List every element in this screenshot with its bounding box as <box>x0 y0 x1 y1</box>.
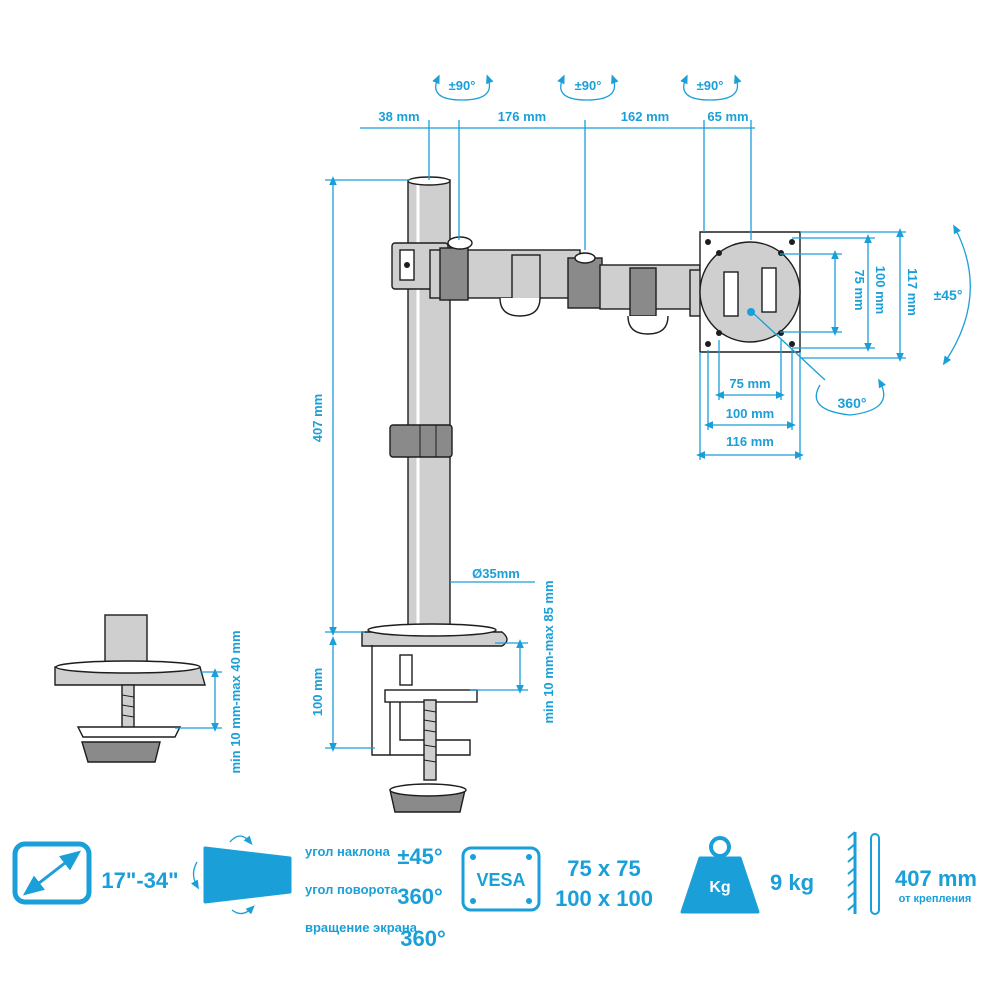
rotation-label: вращение экрана <box>305 920 418 935</box>
vesa-size-2: 100 x 100 <box>555 886 653 911</box>
dim-top-4: 65 mm <box>707 109 748 124</box>
dim-vesa-v1: 75 mm <box>852 269 867 310</box>
dimension-lines <box>175 120 971 752</box>
vesa-size-1: 75 x 75 <box>567 856 640 881</box>
swivel-value: 360° <box>397 884 443 909</box>
dim-pole-diameter: Ø35mm <box>472 566 520 581</box>
screen-size: 17"-34" <box>101 868 178 893</box>
rot-label-3: ±90° <box>697 78 724 93</box>
vesa-badge: VESA <box>476 870 525 890</box>
desk-clamp <box>361 623 508 813</box>
dim-vesa-h3: 116 mm <box>726 434 774 449</box>
dim-pole-height: 407 mm <box>310 394 325 442</box>
screen-size-icon <box>12 841 92 905</box>
dim-clamp-range: min 10 mm-max 85 mm <box>541 580 556 723</box>
rotate-angle: 360° <box>838 395 867 411</box>
tilt-angle: ±45° <box>934 287 963 303</box>
weight-badge: Kg <box>709 879 730 896</box>
dim-grommet-range: min 10 mm-max 40 mm <box>228 630 243 773</box>
vesa-plate <box>699 231 801 353</box>
dim-top-3: 162 mm <box>621 109 669 124</box>
grommet-mount <box>54 614 206 763</box>
weight-value: 9 kg <box>770 870 814 895</box>
dim-vesa-h2: 100 mm <box>726 406 774 421</box>
rot-label-2: ±90° <box>575 78 602 93</box>
wall-length-icon <box>847 831 880 915</box>
vesa-icon <box>461 846 541 912</box>
arm-length-note: от крепления <box>899 893 972 905</box>
rotation-arrows <box>432 74 886 416</box>
tilt-monitor-icon <box>191 835 292 915</box>
dim-vesa-v3: 117 mm <box>905 268 920 316</box>
dim-vesa-v2: 100 mm <box>873 266 888 314</box>
rotation-value: 360° <box>400 926 446 951</box>
arm-length: 407 mm <box>895 866 977 891</box>
tilt-label: угол наклона <box>305 844 391 859</box>
swivel-label: угол поворота <box>305 882 398 897</box>
dim-top-1: 38 mm <box>378 109 419 124</box>
weight-icon <box>680 836 760 914</box>
dim-clamp-height: 100 mm <box>310 668 325 716</box>
tilt-value: ±45° <box>397 844 442 869</box>
dim-top-2: 176 mm <box>498 109 546 124</box>
dim-vesa-h1: 75 mm <box>729 376 770 391</box>
arm-assembly <box>391 236 717 335</box>
rot-label-1: ±90° <box>449 78 476 93</box>
